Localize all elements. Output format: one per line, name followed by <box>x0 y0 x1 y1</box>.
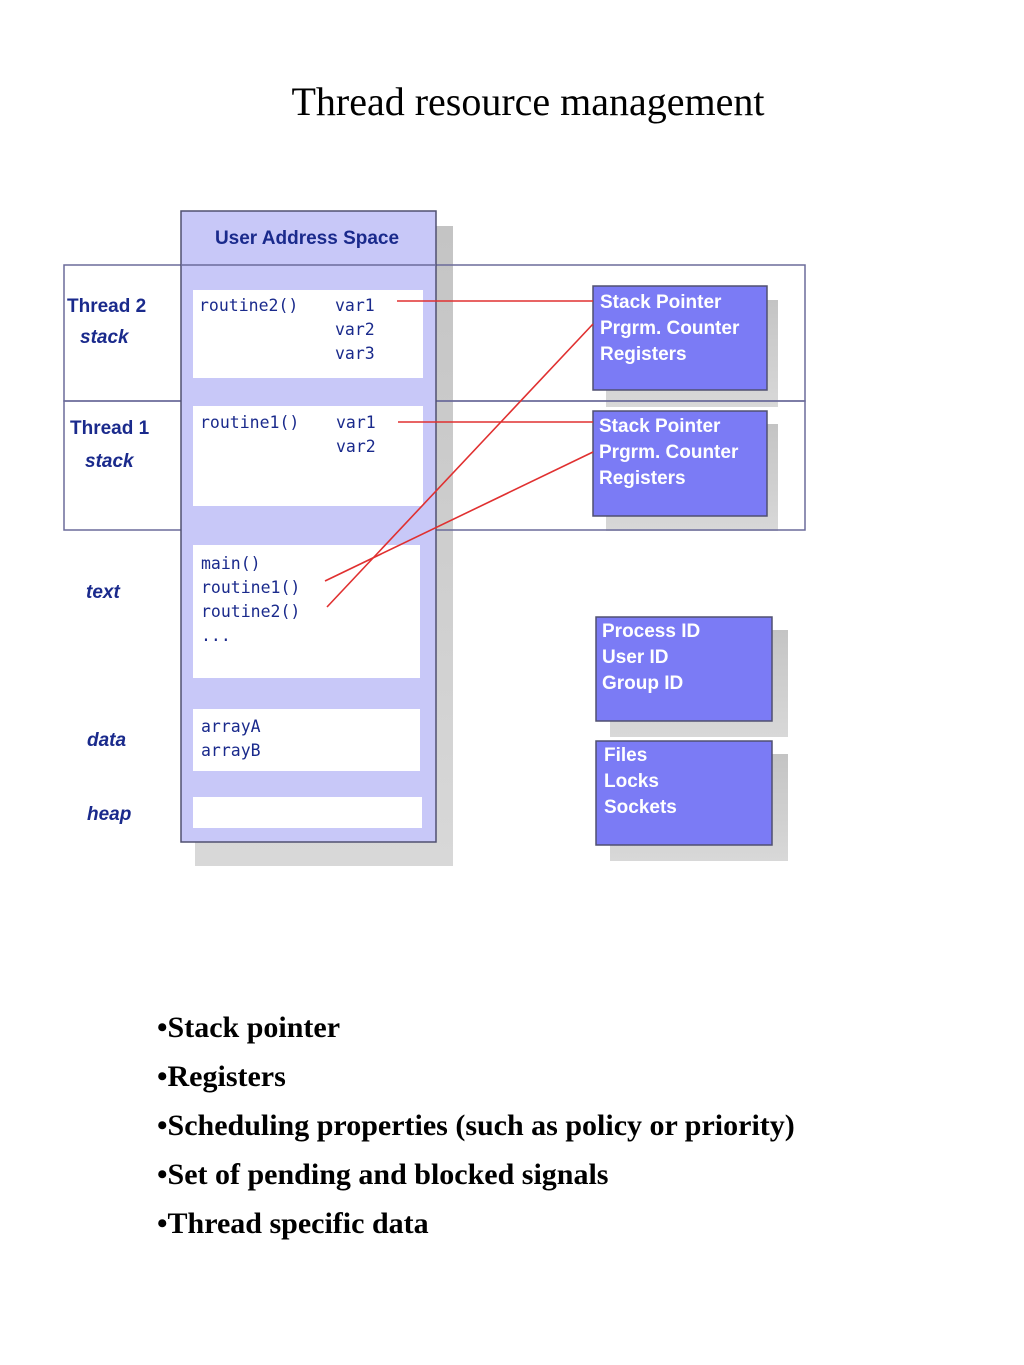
thread1-program-counter-line <box>324 451 594 582</box>
thread2-label: Thread 2 <box>67 296 146 317</box>
thread2-context-box <box>592 285 768 391</box>
thread1-context-box <box>592 410 768 517</box>
address-space-header: User Address Space <box>215 228 399 249</box>
text-segment-label: text <box>86 582 120 603</box>
text-segment-item: main() <box>201 554 261 573</box>
thread1-label: Thread 1 <box>70 418 150 439</box>
data-segment-item: arrayB <box>201 741 261 760</box>
data-segment-box <box>193 709 420 771</box>
process-resource-item: Files <box>604 745 647 766</box>
thread2-context-item: Prgrm. Counter <box>600 318 740 339</box>
thread-memory-diagram: User Address Space Thread 2 stack Thread… <box>63 210 806 866</box>
thread1-context-item: Stack Pointer <box>599 416 721 437</box>
thread1-context-item: Prgrm. Counter <box>599 442 739 463</box>
data-segment-item: arrayA <box>201 717 261 736</box>
text-segment-item: ... <box>201 626 231 645</box>
heap-segment-label: heap <box>87 804 131 825</box>
thread2-stack-box <box>193 290 423 378</box>
process-id-item: Process ID <box>602 621 700 642</box>
thread1-context-item: Registers <box>599 468 686 489</box>
thread2-stack-label: stack <box>80 327 130 348</box>
thread2-routine: routine2() <box>199 296 298 315</box>
process-resource-item: Locks <box>604 771 659 792</box>
slide-title: Thread resource management <box>291 79 765 124</box>
process-id-item: User ID <box>602 647 669 668</box>
process-ids-box <box>595 616 773 722</box>
thread2-var: var2 <box>335 320 375 339</box>
text-segment-box <box>193 545 420 678</box>
process-resource-item: Sockets <box>604 797 677 818</box>
thread1-routine: routine1() <box>200 413 299 432</box>
text-segment-item: routine1() <box>201 578 300 597</box>
bullet-item: Stack pointer <box>157 1008 795 1057</box>
thread2-var: var1 <box>335 296 375 315</box>
thread1-stack-label: stack <box>85 451 135 472</box>
bullet-item: Thread specific data <box>157 1204 795 1253</box>
thread2-context-item: Stack Pointer <box>600 292 722 313</box>
process-resources-box <box>595 740 773 846</box>
thread-resources-list: Stack pointer Registers Scheduling prope… <box>157 1008 795 1253</box>
thread1-var: var1 <box>336 413 376 432</box>
thread1-var: var2 <box>336 437 376 456</box>
bullet-item: Registers <box>157 1057 795 1106</box>
thread1-stack-box <box>193 406 423 506</box>
process-id-item: Group ID <box>602 673 683 694</box>
bullet-item: Scheduling properties (such as policy or… <box>157 1106 795 1155</box>
bullet-item: Set of pending and blocked signals <box>157 1155 795 1204</box>
text-segment-item: routine2() <box>201 602 300 621</box>
thread2-var: var3 <box>335 344 375 363</box>
thread2-program-counter-line <box>326 323 594 608</box>
thread2-context-item: Registers <box>600 344 687 365</box>
data-segment-label: data <box>87 730 127 751</box>
heap-segment-box <box>193 797 422 828</box>
